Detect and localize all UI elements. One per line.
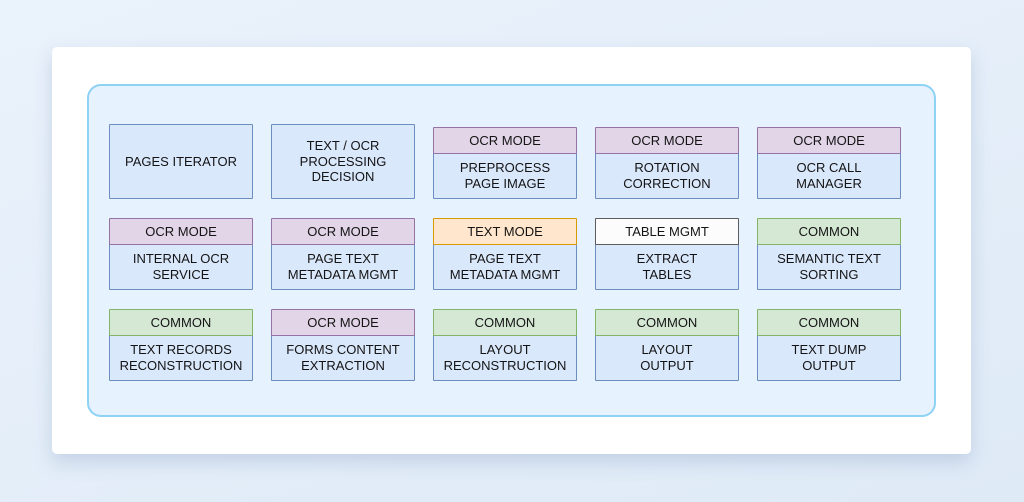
node-tag-ocr-mode: OCR MODE (433, 126, 577, 154)
node-label: ROTATION CORRECTION (595, 152, 739, 199)
node-label: LAYOUT OUTPUT (595, 334, 739, 381)
node-label: PAGES ITERATOR (109, 124, 253, 199)
node-label: FORMS CONTENT EXTRACTION (271, 334, 415, 381)
node-label: LAYOUT RECONSTRUCTION (433, 334, 577, 381)
node-extract-tables: TABLE MGMT EXTRACT TABLES (595, 218, 739, 290)
node-label: TEXT / OCR PROCESSING DECISION (271, 124, 415, 199)
node-tag-common: COMMON (757, 218, 901, 245)
node-forms-content-extraction: OCR MODE FORMS CONTENT EXTRACTION (271, 309, 415, 381)
node-tag-ocr-mode: OCR MODE (271, 309, 415, 336)
node-grid: PAGES ITERATOR TEXT / OCR PROCESSING DEC… (109, 124, 901, 381)
node-semantic-text-sorting: COMMON SEMANTIC TEXT SORTING (757, 218, 901, 290)
node-text-records-reconstruction: COMMON TEXT RECORDS RECONSTRUCTION (109, 309, 253, 381)
node-tag-common: COMMON (109, 309, 253, 336)
node-tag-ocr-mode: OCR MODE (109, 218, 253, 245)
node-label: TEXT RECORDS RECONSTRUCTION (109, 334, 253, 381)
node-tag-common: COMMON (433, 309, 577, 336)
node-preprocess-page-image: OCR MODE PREPROCESS PAGE IMAGE (433, 124, 577, 199)
node-label: PAGE TEXT METADATA MGMT (271, 243, 415, 290)
node-layout-reconstruction: COMMON LAYOUT RECONSTRUCTION (433, 309, 577, 381)
node-pages-iterator: PAGES ITERATOR (109, 124, 253, 199)
node-label: EXTRACT TABLES (595, 243, 739, 290)
node-label: OCR CALL MANAGER (757, 152, 901, 199)
node-tag-common: COMMON (757, 309, 901, 336)
node-ocr-call-manager: OCR MODE OCR CALL MANAGER (757, 124, 901, 199)
node-layout-output: COMMON LAYOUT OUTPUT (595, 309, 739, 381)
node-text-ocr-processing-decision: TEXT / OCR PROCESSING DECISION (271, 124, 415, 199)
node-label: TEXT DUMP OUTPUT (757, 334, 901, 381)
node-page-text-metadata-mgmt-ocr: OCR MODE PAGE TEXT METADATA MGMT (271, 218, 415, 290)
node-label: SEMANTIC TEXT SORTING (757, 243, 901, 290)
node-text-dump-output: COMMON TEXT DUMP OUTPUT (757, 309, 901, 381)
node-tag-common: COMMON (595, 309, 739, 336)
node-tag-ocr-mode: OCR MODE (757, 126, 901, 154)
node-tag-ocr-mode: OCR MODE (271, 218, 415, 245)
diagram-card: PAGES ITERATOR TEXT / OCR PROCESSING DEC… (52, 47, 971, 454)
pipeline-panel: PAGES ITERATOR TEXT / OCR PROCESSING DEC… (87, 84, 936, 417)
node-label: PREPROCESS PAGE IMAGE (433, 152, 577, 199)
node-label: PAGE TEXT METADATA MGMT (433, 243, 577, 290)
node-tag-ocr-mode: OCR MODE (595, 126, 739, 154)
node-page-text-metadata-mgmt-text: TEXT MODE PAGE TEXT METADATA MGMT (433, 218, 577, 290)
node-rotation-correction: OCR MODE ROTATION CORRECTION (595, 124, 739, 199)
node-internal-ocr-service: OCR MODE INTERNAL OCR SERVICE (109, 218, 253, 290)
node-tag-table-mgmt: TABLE MGMT (595, 218, 739, 245)
node-tag-text-mode: TEXT MODE (433, 218, 577, 245)
node-label: INTERNAL OCR SERVICE (109, 243, 253, 290)
